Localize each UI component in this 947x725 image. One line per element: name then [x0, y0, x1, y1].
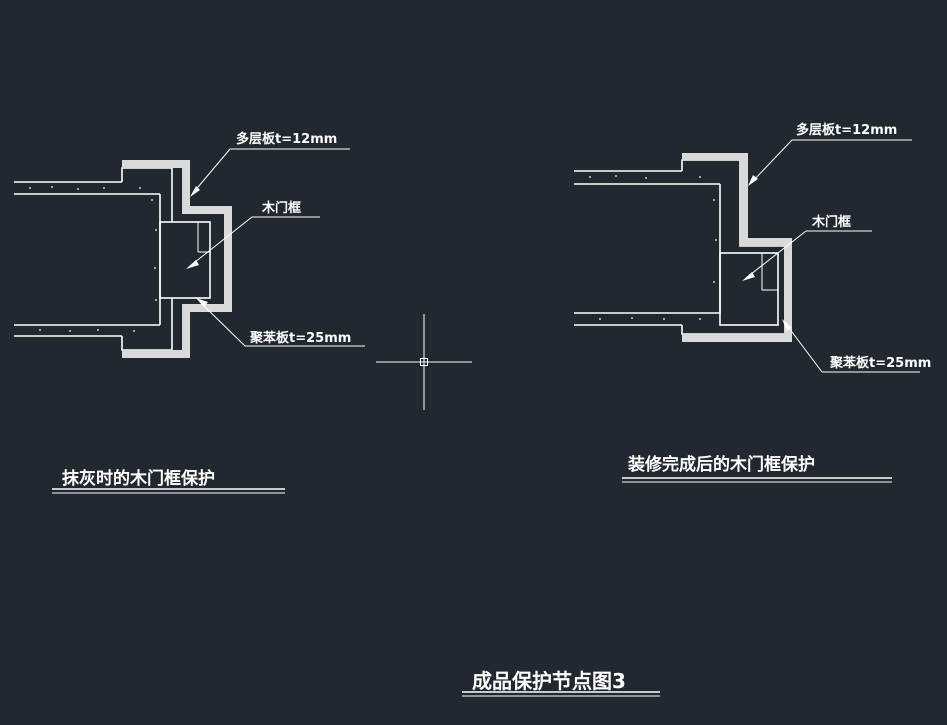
crosshair-cursor-icon	[376, 314, 472, 410]
left-caption: 抹灰时的木门框保护	[62, 468, 215, 489]
left-leader-frame	[186, 216, 320, 269]
right-plaster-dots	[589, 175, 717, 320]
right-plywood	[682, 153, 792, 246]
left-door-frame	[159, 221, 211, 299]
right-label-eps: 聚苯板t=25mm	[829, 355, 931, 371]
right-label-frame: 木门框	[811, 214, 851, 230]
right-leader-frame	[742, 230, 872, 281]
right-eps-board	[682, 246, 792, 342]
sheet-title: 成品保护节点图3	[472, 669, 626, 693]
right-leader-plywood	[748, 139, 912, 186]
left-plywood-top	[122, 160, 232, 214]
left-label-frame: 木门框	[261, 200, 301, 216]
right-door-frame	[719, 252, 779, 326]
right-leader-eps	[782, 319, 920, 373]
left-label-plywood: 多层板t=12mm	[236, 131, 337, 147]
left-plaster-dots	[29, 186, 157, 332]
right-label-plywood: 多层板t=12mm	[796, 122, 897, 138]
left-eps-board	[122, 214, 232, 358]
right-section-detail: 多层板t=12mm 木门框 聚苯板t=25mm	[574, 122, 931, 373]
right-caption: 装修完成后的木门框保护	[627, 454, 815, 475]
left-leader-eps	[196, 298, 365, 347]
left-section-detail: 多层板t=12mm 木门框 聚苯板t=25mm	[14, 131, 365, 358]
left-leader-plywood	[190, 148, 350, 197]
left-label-eps: 聚苯板t=25mm	[249, 330, 351, 346]
